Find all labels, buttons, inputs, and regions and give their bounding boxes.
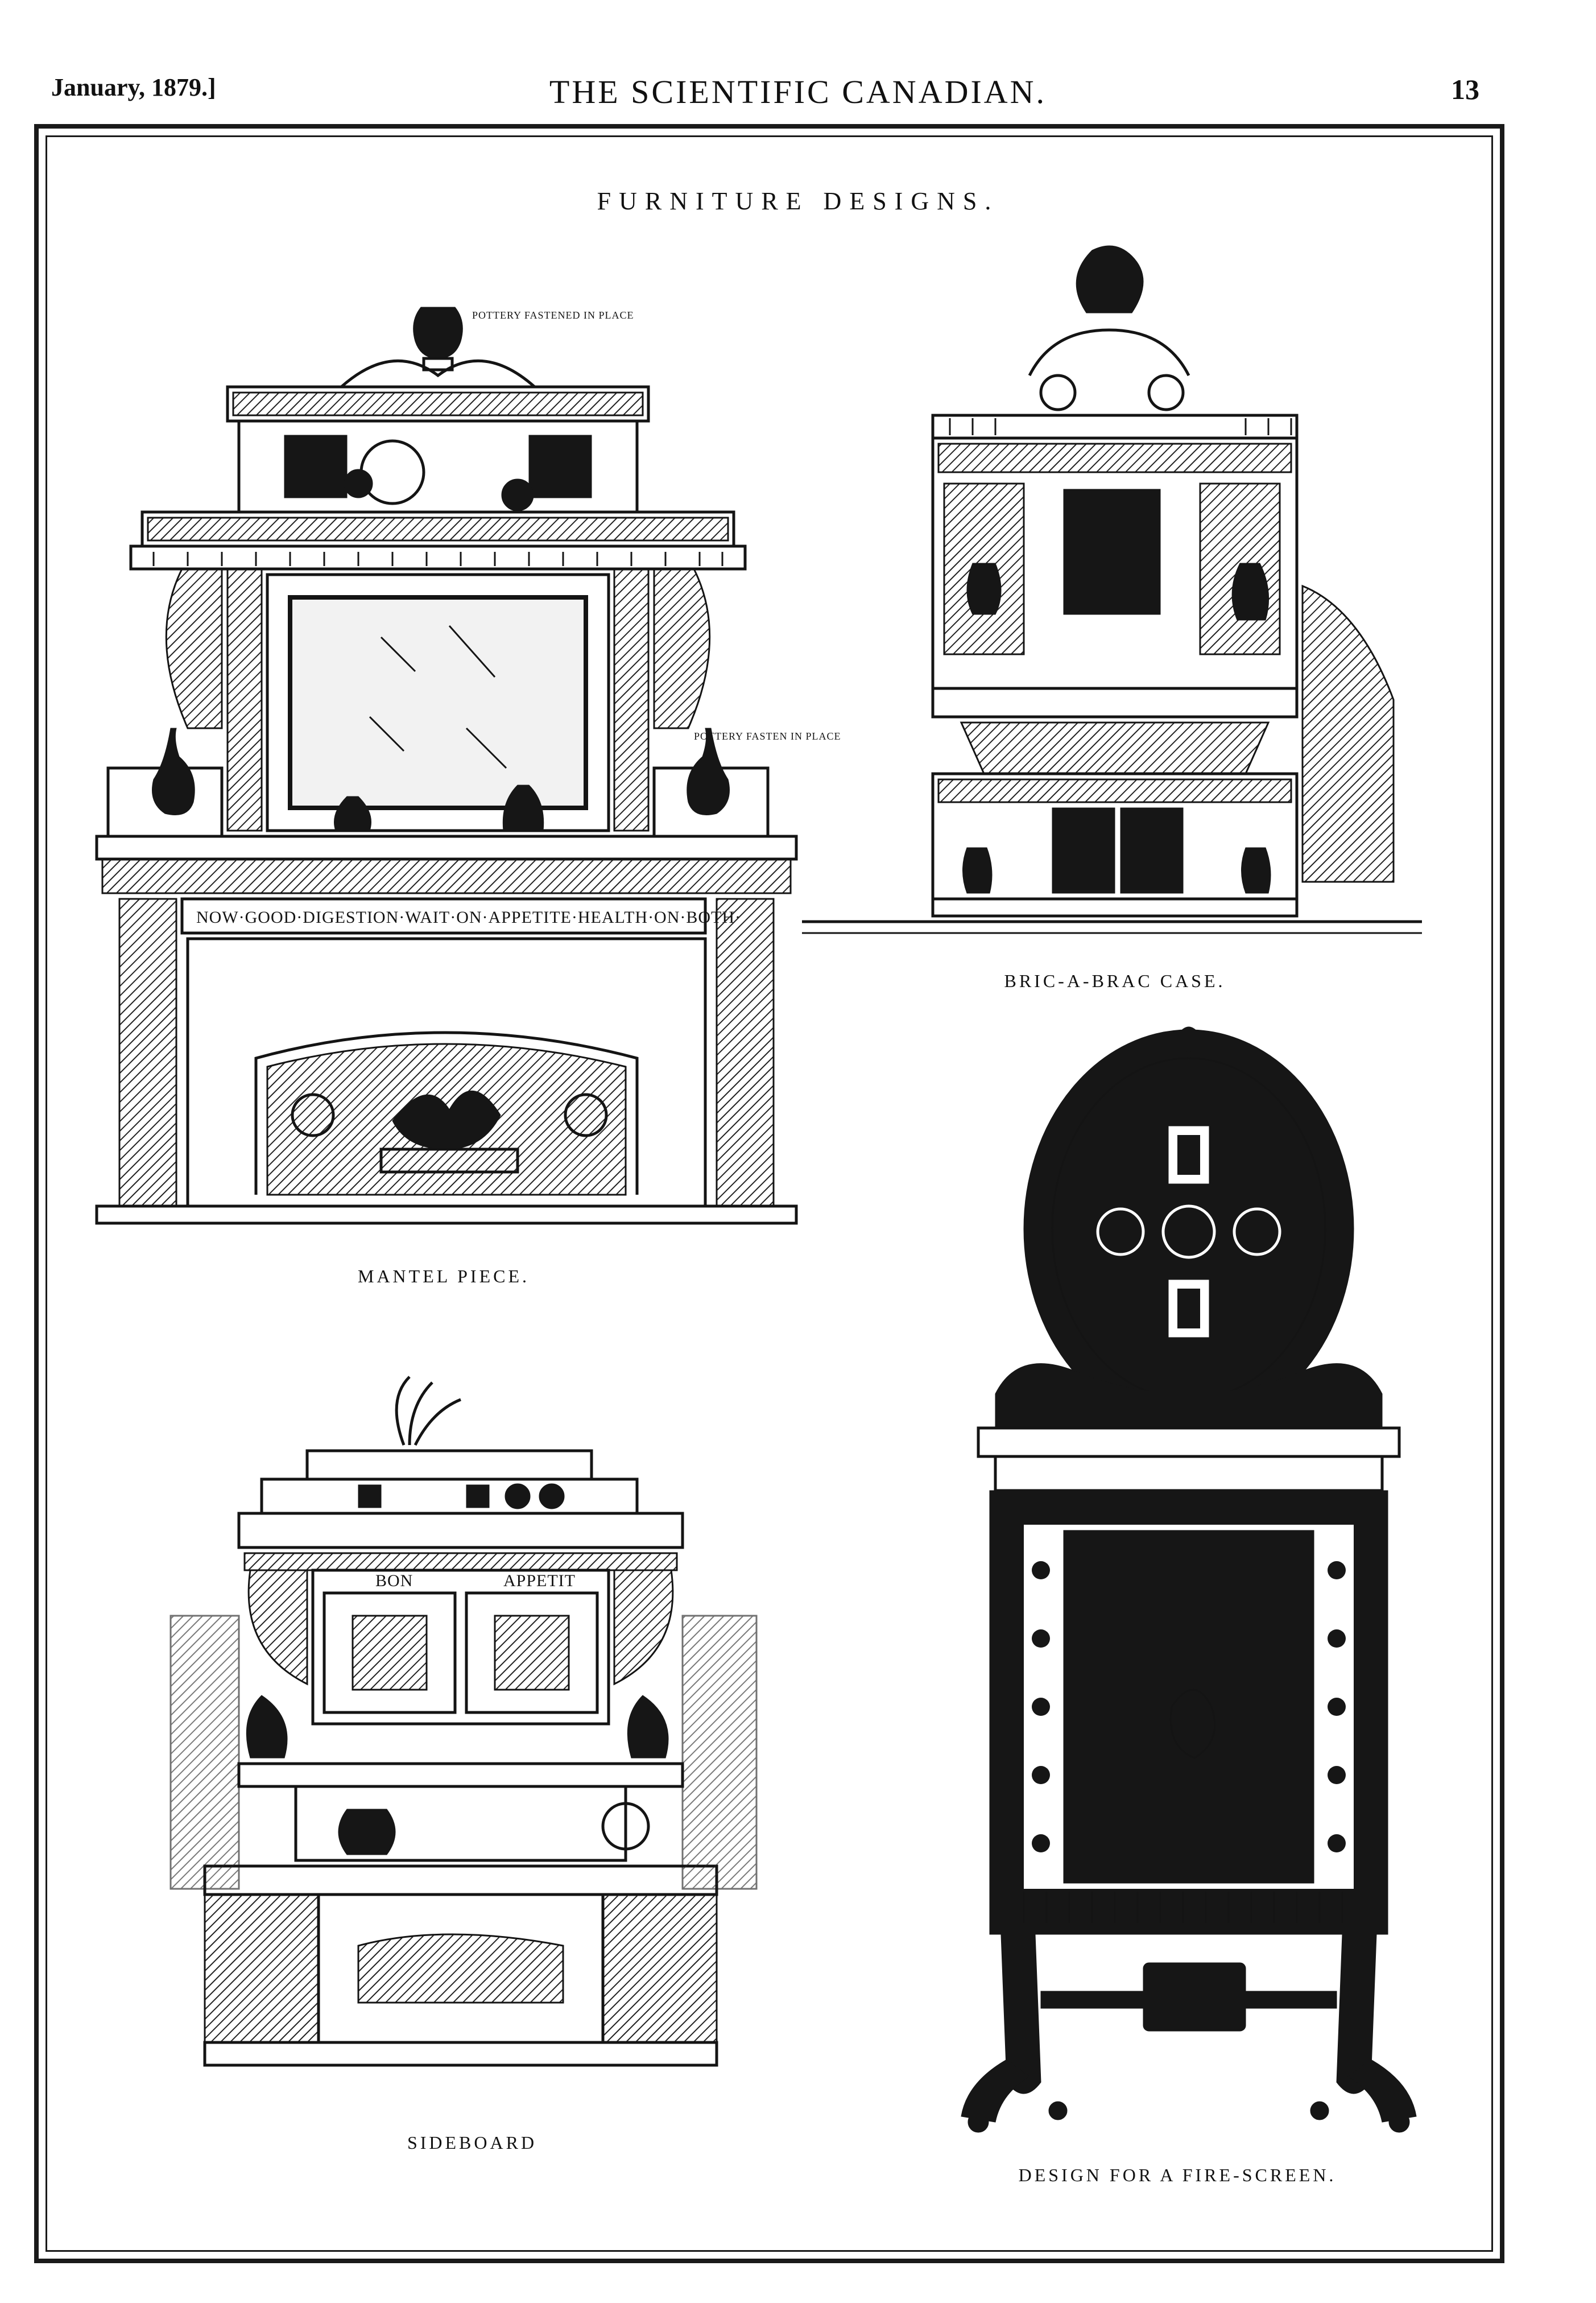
plate-border-inner bbox=[46, 135, 1493, 2252]
publication-title: THE SCIENTIFIC CANADIAN. bbox=[549, 73, 1047, 110]
header-date: January, 1879.] bbox=[51, 73, 216, 101]
page-number: 13 bbox=[1451, 73, 1479, 105]
sideboard-panel-left: BON bbox=[375, 1571, 413, 1590]
mantel-piece-illustration: POTTERY FASTENED IN PLACE POTTERY FASTEN… bbox=[95, 307, 841, 1225]
fire-screen-caption: DESIGN FOR A FIRE-SCREEN. bbox=[1018, 2165, 1337, 2185]
plate-border-outer bbox=[34, 124, 1504, 2263]
mantel-note-top: POTTERY FASTENED IN PLACE bbox=[472, 309, 634, 321]
fire-screen-illustration bbox=[961, 1026, 1417, 2133]
bric-a-brac-case-illustration bbox=[802, 245, 1422, 934]
mantel-piece-caption: MANTEL PIECE. bbox=[357, 1266, 530, 1286]
plate-title: FURNITURE DESIGNS. bbox=[597, 187, 999, 215]
bric-a-brac-case-caption: BRIC-A-BRAC CASE. bbox=[1004, 971, 1226, 991]
sideboard-caption: SIDEBOARD bbox=[407, 2132, 537, 2153]
sideboard-illustration: BON APPETIT bbox=[169, 1376, 758, 2067]
sideboard-panel-right: APPETIT bbox=[503, 1571, 576, 1590]
mantel-motto: NOW·GOOD·DIGESTION·WAIT·ON·APPETITE·HEAL… bbox=[196, 908, 741, 927]
mantel-note-side: POTTERY FASTEN IN PLACE bbox=[694, 730, 841, 742]
